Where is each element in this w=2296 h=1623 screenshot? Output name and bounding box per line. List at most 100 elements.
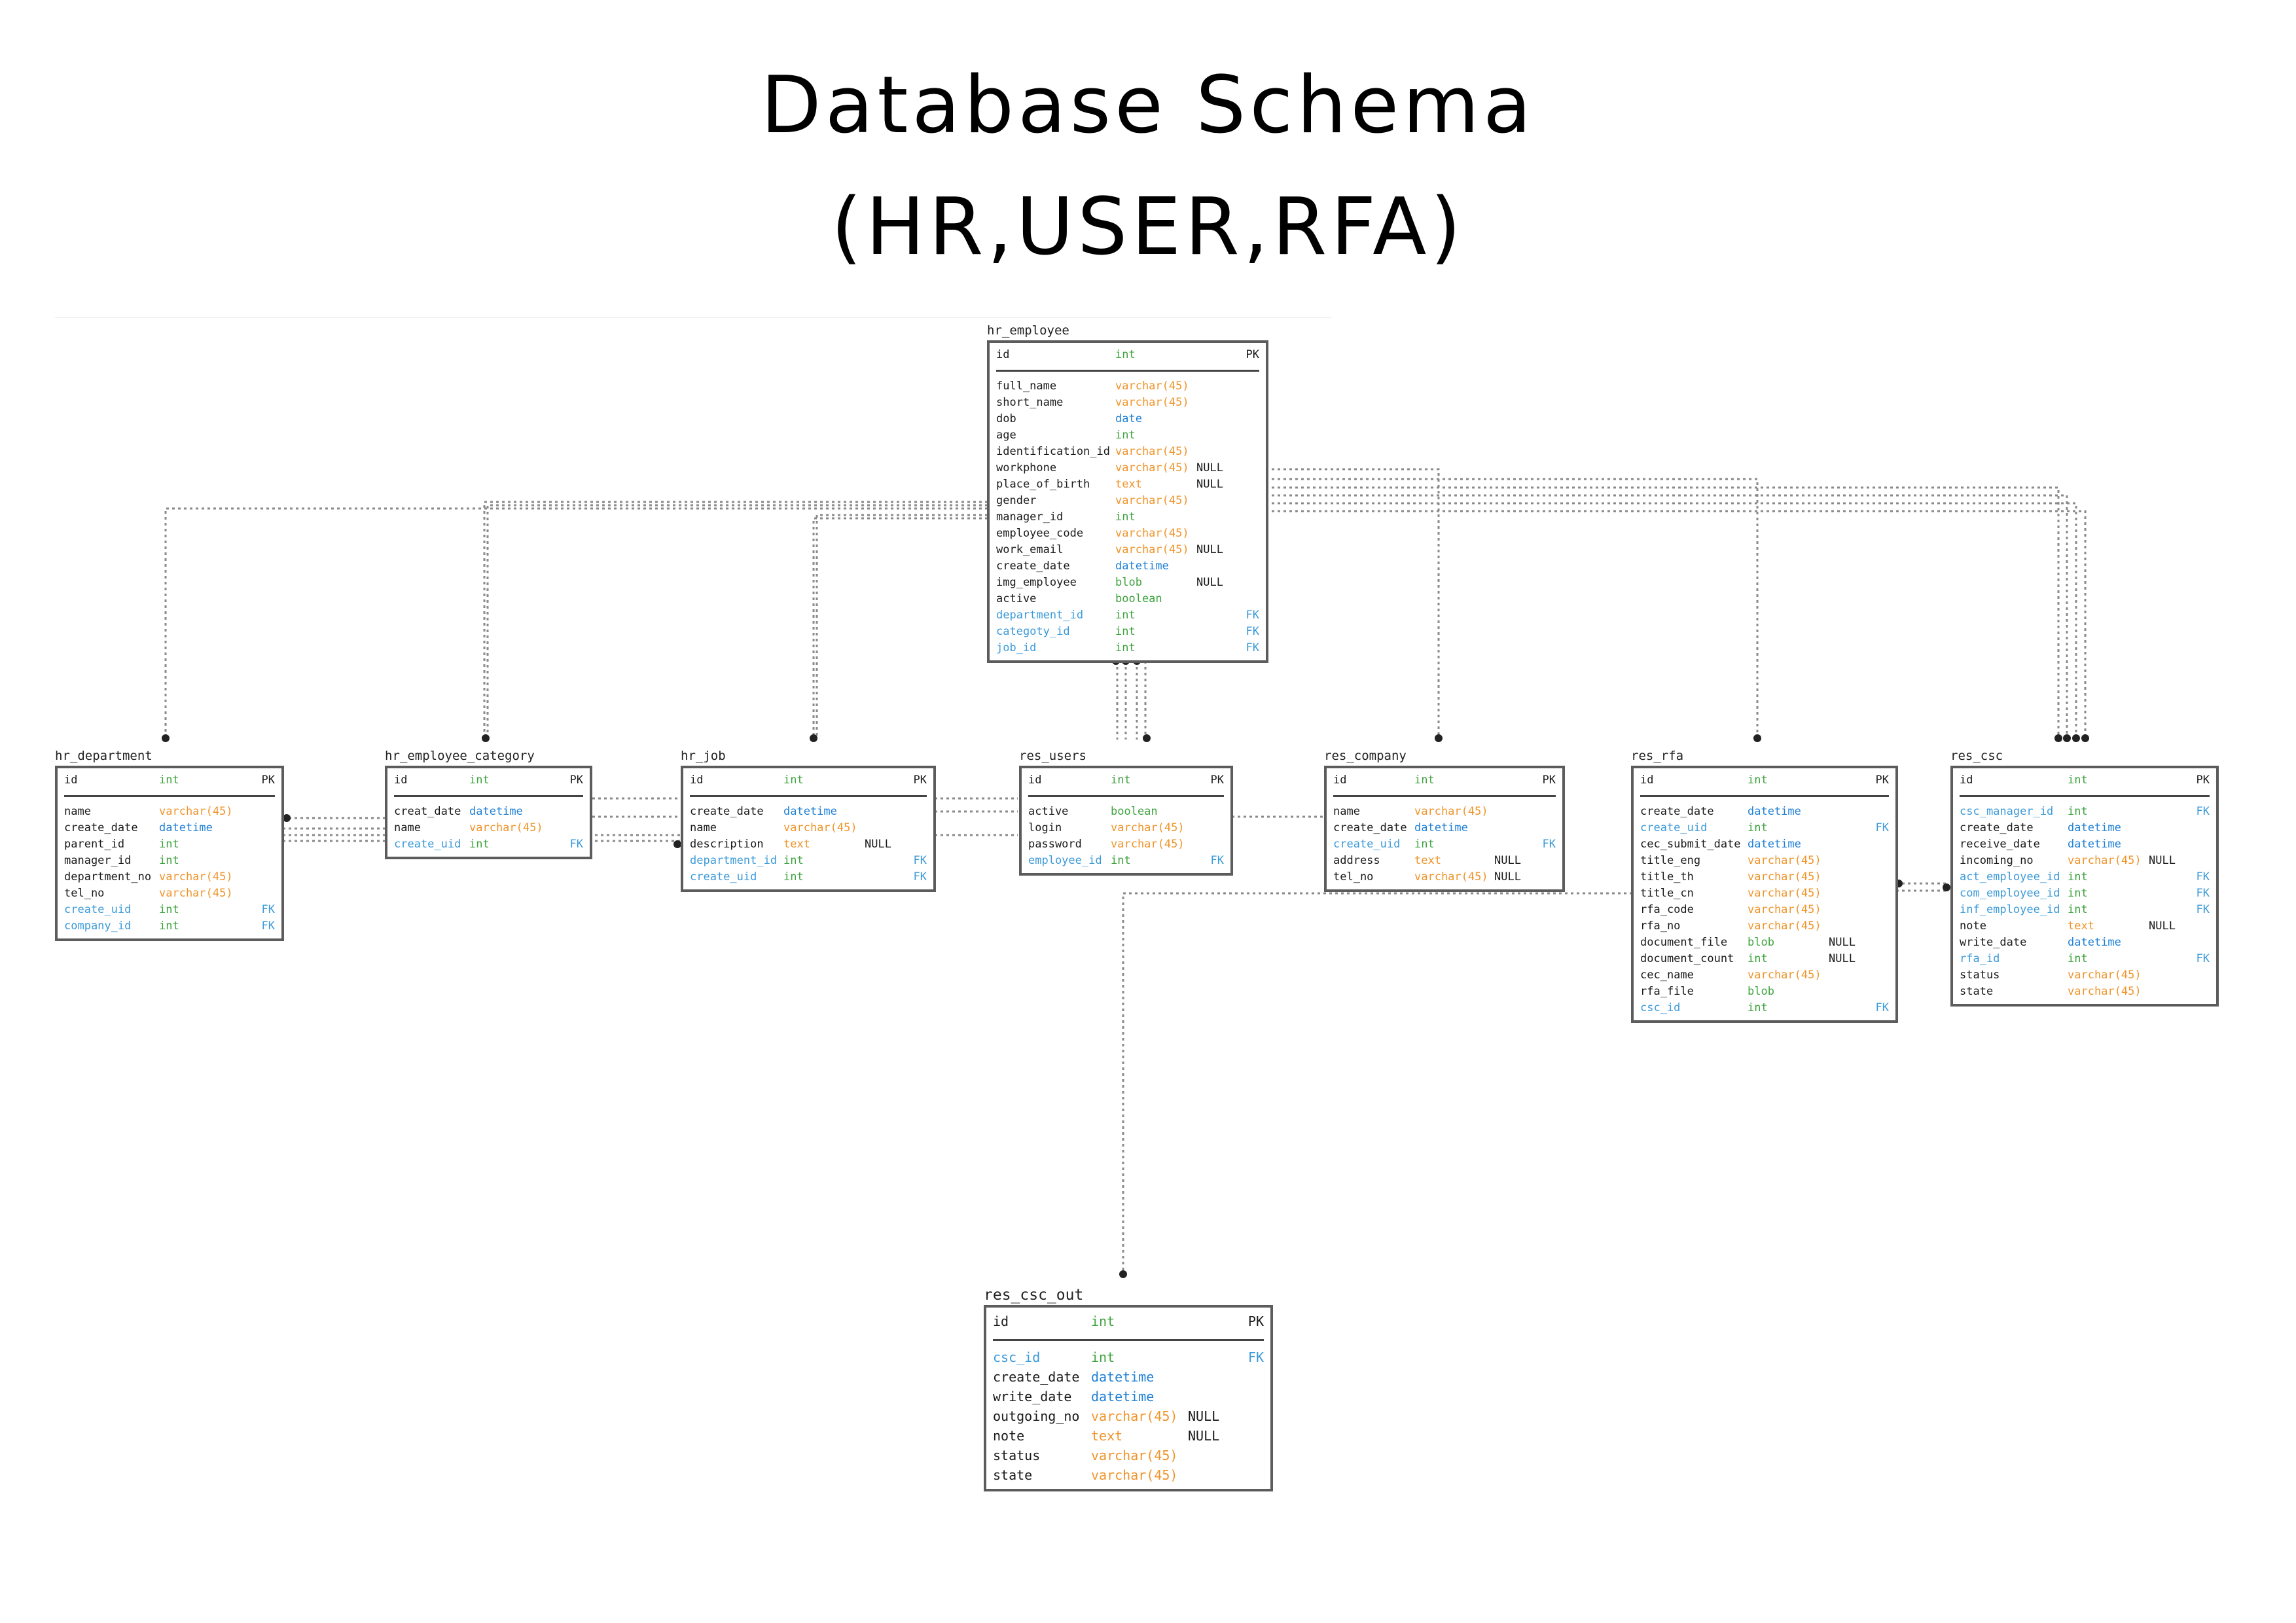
column-name: outgoing_no: [993, 1408, 1080, 1424]
column-nullable: [865, 772, 900, 793]
column-name: manager_id: [64, 854, 132, 867]
column-nullable: [1196, 640, 1234, 656]
column-name: title_th: [1640, 870, 1694, 883]
column-name: id: [1333, 774, 1347, 787]
column-key-flag: [1540, 853, 1556, 869]
column-key-flag: [231, 885, 275, 902]
column-type: int: [1111, 854, 1131, 867]
column-key-flag: [231, 853, 275, 869]
column-key-flag: PK: [1875, 774, 1889, 787]
column-key-flag: FK: [913, 854, 927, 867]
column-nullable: [1829, 967, 1869, 984]
column-nullable: [2149, 869, 2188, 885]
column-key-flag: [1869, 853, 1889, 869]
column-key-flag: FK: [1875, 821, 1889, 834]
page-title: Database Schema: [761, 60, 1535, 151]
column-nullable: [2149, 836, 2188, 853]
column-name: create_uid: [690, 870, 757, 883]
column-type: text: [2068, 919, 2094, 933]
column-name: categoty_id: [996, 625, 1070, 638]
column-nullable: NULL: [1829, 936, 1856, 949]
column-key-flag: [900, 820, 927, 836]
column-nullable: [1196, 395, 1234, 411]
column-name: write_date: [1960, 936, 2027, 949]
column-type: int: [1115, 641, 1136, 654]
relation-employee-category: [483, 501, 994, 736]
column-type: int: [783, 774, 804, 787]
column-nullable: [1829, 1000, 1869, 1016]
page-subtitle: (HR,USER,RFA): [831, 182, 1465, 273]
column-key-flag: [231, 804, 275, 820]
column-type: varchar(45): [159, 805, 231, 818]
column-key-flag: [1234, 1465, 1264, 1485]
column-name: department_no: [64, 870, 152, 883]
column-type: int: [1115, 510, 1136, 524]
column-type: blob: [1748, 985, 1774, 998]
connector-dot: [2063, 734, 2071, 742]
column-nullable: [1196, 591, 1234, 607]
column-type: varchar(45): [1115, 380, 1189, 393]
column-name: write_date: [993, 1389, 1072, 1404]
column-name: img_employee: [996, 576, 1077, 589]
column-type: varchar(45): [1748, 887, 1821, 900]
column-nullable: [1196, 509, 1234, 526]
column-name: dob: [996, 412, 1016, 425]
column-nullable: [1829, 836, 1869, 853]
column-name: rfa_id: [1960, 952, 2000, 965]
column-nullable: [1494, 820, 1540, 836]
column-type: blob: [1115, 576, 1142, 589]
column-key-flag: FK: [261, 903, 275, 916]
column-key-flag: [1234, 1406, 1264, 1426]
column-nullable: NULL: [1494, 854, 1521, 867]
column-key-flag: [1540, 869, 1556, 885]
column-nullable: [1196, 526, 1234, 542]
column-type: boolean: [1115, 592, 1162, 605]
column-name: cec_name: [1640, 969, 1694, 982]
column-key-flag: [1234, 411, 1259, 427]
column-type: varchar(45): [1115, 445, 1189, 458]
column-type: varchar(45): [1091, 1467, 1178, 1483]
column-key-flag: PK: [1542, 774, 1556, 787]
column-key-flag: PK: [1246, 348, 1259, 361]
column-name: age: [996, 429, 1016, 442]
column-name: create_uid: [1333, 838, 1401, 851]
column-key-flag: [1234, 526, 1259, 542]
column-name: workphone: [996, 461, 1057, 474]
column-name: create_date: [690, 805, 764, 818]
column-key-flag: FK: [1542, 838, 1556, 851]
column-type: int: [1111, 774, 1131, 787]
column-name: com_employee_id: [1960, 887, 2060, 900]
column-nullable: NULL: [1188, 1428, 1220, 1444]
column-key-flag: PK: [1247, 1313, 1264, 1329]
column-name: department_id: [690, 854, 778, 867]
column-key-flag: [231, 820, 275, 836]
column-key-flag: [231, 836, 275, 853]
column-type: blob: [1748, 936, 1774, 949]
relation-employee-job: [812, 517, 994, 736]
